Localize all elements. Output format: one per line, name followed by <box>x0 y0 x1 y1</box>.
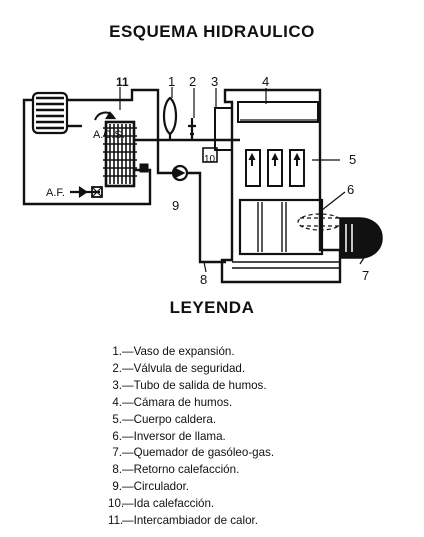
heat-exchanger <box>103 120 137 188</box>
legend-item: 2.—Válvula de seguridad. <box>112 361 246 375</box>
hydraulic-diagram: A.C.S. A.F. 11 1 2 3 4 5 6 7 8 9 10 <box>22 74 383 287</box>
legend-item: 4.—Cámara de humos. <box>112 395 233 409</box>
legend-list: 1.—Vaso de expansión. 2.—Válvula de segu… <box>108 344 274 530</box>
burner <box>339 217 383 259</box>
legend-item: 10.—Ida calefacción. <box>108 497 215 511</box>
heating-loop-pipe <box>22 98 152 206</box>
label-9: 9 <box>172 198 179 213</box>
legend-item: 7.—Quemador de gasóleo-gas. <box>112 446 275 460</box>
label-5: 5 <box>349 152 356 167</box>
acs-label: A.C.S. <box>93 129 125 141</box>
label-1: 1 <box>168 74 175 89</box>
legend-item: 3.—Tubo de salida de humos. <box>112 378 267 392</box>
label-10: 10 <box>204 154 216 165</box>
label-7: 7 <box>362 268 369 283</box>
label-8: 8 <box>200 272 207 287</box>
expansion-vessel <box>162 96 178 140</box>
flue-pipe <box>214 107 233 151</box>
circulator-pump <box>171 164 189 182</box>
label-4: 4 <box>262 74 269 89</box>
radiator-coil <box>31 91 69 135</box>
legend-item: 9.—Circulador. <box>112 480 190 494</box>
safety-valve <box>188 118 196 140</box>
legend-item: 8.—Retorno calefacción. <box>112 463 240 477</box>
diagram-title: ESQUEMA HIDRAULICO <box>109 22 315 41</box>
legend-item: 11.—Intercambiador de calor. <box>108 514 258 528</box>
legend-item: 5.—Cuerpo caldera. <box>112 412 217 426</box>
af-label: A.F. <box>46 187 65 199</box>
label-6: 6 <box>347 182 354 197</box>
label-11: 11 <box>116 75 129 89</box>
label-3: 3 <box>211 74 218 89</box>
label-2: 2 <box>189 74 196 89</box>
legend-title: LEYENDA <box>169 298 255 317</box>
legend-item: 6.—Inversor de llama. <box>112 429 226 443</box>
boiler-body <box>220 88 343 284</box>
legend-item: 1.—Vaso de expansión. <box>112 345 235 358</box>
